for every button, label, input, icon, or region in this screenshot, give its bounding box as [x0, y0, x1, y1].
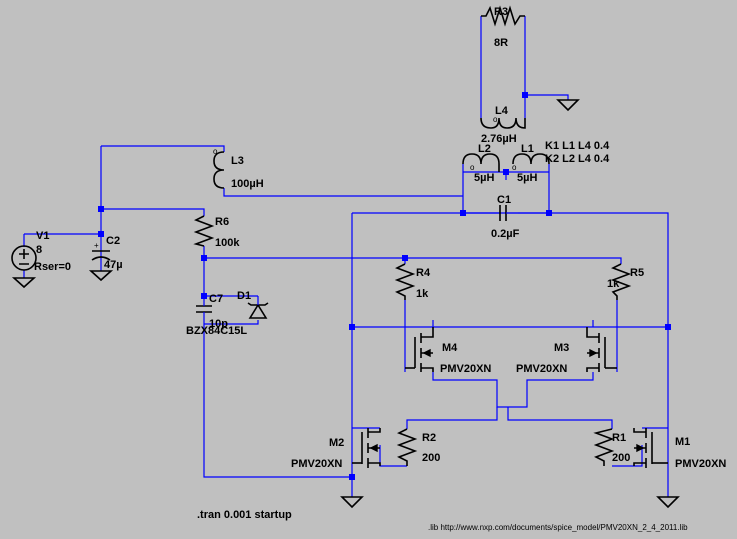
l1-value: 5µH — [517, 172, 537, 184]
l3-value: 100µH — [231, 178, 264, 190]
r6-value: 100k — [215, 237, 240, 249]
ground-icon — [88, 270, 114, 282]
d1-value: BZX84C15L — [186, 325, 247, 337]
c1-value: 0.2µF — [491, 228, 520, 240]
svg-text:o: o — [213, 147, 218, 156]
l2-name: L2 — [478, 143, 491, 155]
d1-name: D1 — [237, 290, 251, 302]
m3-name: M3 — [554, 342, 569, 354]
m3-value: PMV20XN — [516, 363, 567, 375]
r2-name: R2 — [422, 432, 436, 444]
v1-name: V1 — [36, 230, 49, 242]
m2-value: PMV20XN — [291, 458, 342, 470]
r4-value: 1k — [416, 288, 429, 300]
m4-value: PMV20XN — [440, 363, 491, 375]
ground-icon — [11, 277, 37, 289]
zener-diode-d1[interactable]: D1 BZX84C15L — [186, 290, 269, 337]
inductor-l2[interactable]: o L2 5µH — [462, 143, 500, 184]
r4-name: R4 — [416, 267, 431, 279]
r5-value: 1k — [607, 278, 620, 290]
l4-name: L4 — [495, 105, 509, 117]
ground-icon — [656, 496, 680, 509]
ground-icon — [340, 496, 364, 509]
mosfet-m2[interactable]: M2 PMV20XN — [291, 428, 381, 470]
r1-name: R1 — [612, 432, 626, 444]
svg-text:+: + — [94, 241, 99, 250]
v1-value: 8 — [36, 244, 42, 256]
inductor-l4[interactable]: o L4 2.76µH — [480, 105, 526, 145]
resistor-r3[interactable]: R3 8R — [481, 5, 525, 49]
c7-value: 10p — [209, 318, 228, 330]
inductor-l3[interactable]: o L3 100µH — [213, 147, 264, 190]
svg-text:o: o — [470, 163, 475, 172]
c2-name: C2 — [106, 235, 120, 247]
r6-name: R6 — [215, 216, 229, 228]
capacitor-c1[interactable]: C1 0.2µF — [491, 194, 520, 240]
c2-value: 47µ — [104, 259, 123, 271]
resistor-r5[interactable]: R5 1k — [607, 263, 644, 300]
r5-name: R5 — [630, 267, 644, 279]
capacitor-c7[interactable]: C7 10p — [196, 293, 228, 330]
svg-text:o: o — [512, 163, 517, 172]
tran-directive[interactable]: .tran 0.001 startup — [197, 509, 292, 521]
m1-value: PMV20XN — [675, 458, 726, 470]
wires — [23, 16, 669, 497]
resistor-r1[interactable]: R1 200 — [593, 428, 630, 466]
l4-value: 2.76µH — [481, 133, 517, 145]
l3-name: L3 — [231, 155, 244, 167]
r1-value: 200 — [612, 452, 630, 464]
mosfet-m4[interactable]: M4 PMV20XN — [405, 327, 491, 375]
r3-name: R3 — [494, 6, 508, 18]
r2-value: 200 — [422, 452, 440, 464]
resistor-r2[interactable]: R2 200 — [396, 428, 440, 466]
m4-name: M4 — [442, 342, 458, 354]
capacitor-c2[interactable]: + C2 47µ — [91, 235, 123, 271]
mosfet-m1[interactable]: M1 PMV20XN — [633, 428, 726, 470]
c1-name: C1 — [497, 194, 511, 206]
c7-name: C7 — [209, 293, 223, 305]
inductor-l1[interactable]: o L1 5µH — [512, 143, 550, 184]
v1-rser: Rser=0 — [34, 261, 71, 273]
voltage-source-v1[interactable]: V1 8 Rser=0 — [11, 230, 71, 273]
mosfet-m3[interactable]: M3 PMV20XN — [516, 327, 617, 375]
ground-icon — [556, 99, 580, 112]
svg-text:o: o — [493, 115, 498, 124]
k2-directive[interactable]: K2 L2 L4 0.4 — [545, 153, 610, 165]
resistor-r6[interactable]: R6 100k — [193, 215, 240, 249]
lib-directive[interactable]: .lib http://www.nxp.com/documents/spice_… — [428, 523, 688, 532]
r3-value: 8R — [494, 37, 508, 49]
m2-name: M2 — [329, 437, 344, 449]
l1-name: L1 — [521, 143, 534, 155]
l2-value: 5µH — [474, 172, 494, 184]
k1-directive[interactable]: K1 L1 L4 0.4 — [545, 140, 610, 152]
resistor-r4[interactable]: R4 1k — [394, 263, 431, 300]
m1-name: M1 — [675, 436, 690, 448]
